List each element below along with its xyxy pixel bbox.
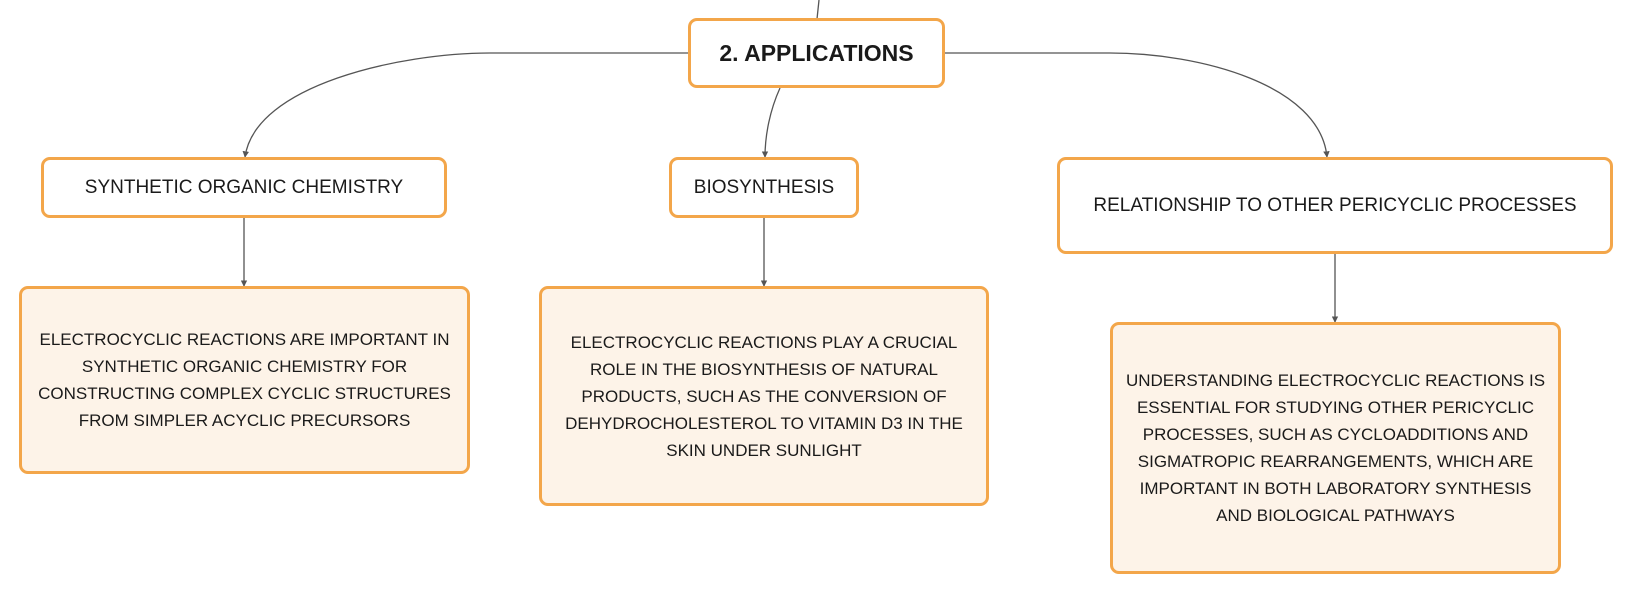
connector-incoming-root [816, 0, 820, 20]
branch-node-label: RELATIONSHIP TO OTHER PERICYCLIC PROCESS… [1093, 194, 1577, 216]
detail-node-text: ELECTROCYCLIC REACTIONS PLAY A CRUCIAL R… [565, 332, 963, 460]
branch-node-relationship-pericyclic[interactable]: RELATIONSHIP TO OTHER PERICYCLIC PROCESS… [1057, 157, 1613, 254]
branch-node-label: SYNTHETIC ORGANIC CHEMISTRY [84, 176, 404, 198]
branch-node-biosynthesis[interactable]: BIOSYNTHESIS [669, 157, 859, 218]
branch-node-label: BIOSYNTHESIS [693, 176, 835, 198]
detail-node-synthetic-organic-chemistry[interactable]: ELECTROCYCLIC REACTIONS ARE IMPORTANT IN… [19, 286, 470, 474]
branch-node-synthetic-organic-chemistry[interactable]: SYNTHETIC ORGANIC CHEMISTRY [41, 157, 447, 218]
connector-root-to-relationship [945, 52, 1330, 158]
detail-node-text: UNDERSTANDING ELECTROCYCLIC REACTIONS IS… [1125, 371, 1546, 525]
root-node-label: 2. APPLICATIONS [719, 39, 914, 66]
connector-root-to-synthetic [242, 52, 688, 158]
detail-node-relationship-pericyclic[interactable]: UNDERSTANDING ELECTROCYCLIC REACTIONS IS… [1110, 322, 1561, 574]
connector-root-to-biosynthesis [761, 87, 781, 158]
root-node[interactable]: 2. APPLICATIONS [688, 18, 945, 88]
detail-node-text: ELECTROCYCLIC REACTIONS ARE IMPORTANT IN… [38, 330, 451, 430]
detail-node-biosynthesis[interactable]: ELECTROCYCLIC REACTIONS PLAY A CRUCIAL R… [539, 286, 989, 506]
